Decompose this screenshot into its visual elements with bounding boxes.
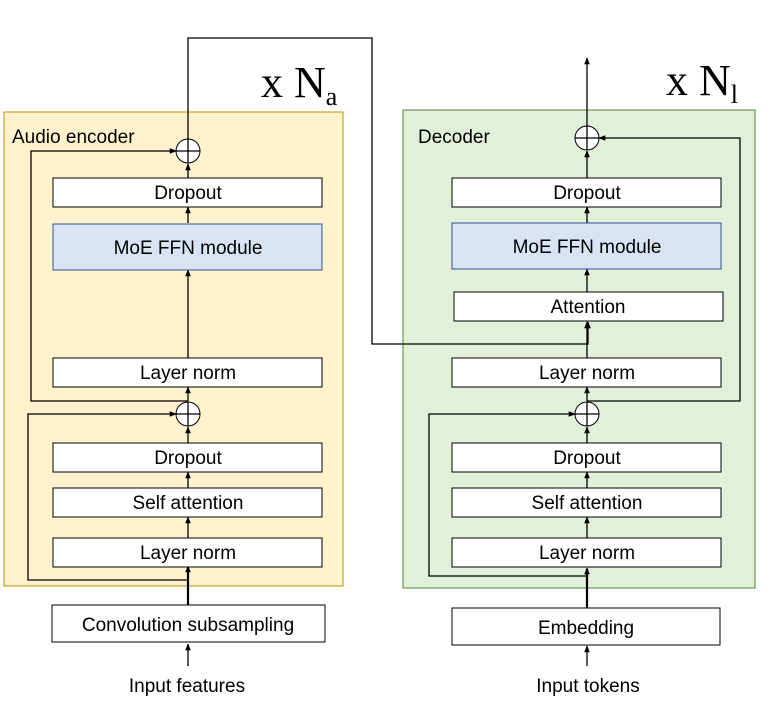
decoder-layer-norm-top-box xyxy=(451,357,722,388)
encoder-layer-norm-bottom-box xyxy=(52,537,323,568)
sum-icon xyxy=(175,138,201,164)
decoder-attention-box xyxy=(453,291,724,322)
decoder-moe-ffn-label: MoE FFN module xyxy=(513,237,662,258)
decoder-moe-ffn-box xyxy=(451,222,722,270)
encoder-self-attention-box xyxy=(52,487,323,518)
encoder-input-label: Input features xyxy=(129,676,245,697)
decoder-self-attention-label: Self attention xyxy=(532,493,643,514)
encoder-connections xyxy=(27,37,591,666)
encoder-moe-ffn-box xyxy=(52,223,323,271)
decoder-self-attention-box xyxy=(451,487,722,518)
decoder-layer-norm-bottom-box xyxy=(451,537,722,568)
encoder-moe-ffn-label: MoE FFN module xyxy=(114,238,263,259)
decoder-layer-norm-bottom-label: Layer norm xyxy=(539,543,635,564)
decoder-layer-norm-top-label: Layer norm xyxy=(539,363,635,384)
encoder-dropout-top-label: Dropout xyxy=(154,183,222,204)
sum-icon xyxy=(574,401,600,427)
sum-icon xyxy=(574,125,600,151)
cross-attention-wire xyxy=(403,321,591,345)
decoder-connections xyxy=(428,57,741,666)
decoder-dropout-bottom-label: Dropout xyxy=(553,448,621,469)
decoder-dropout-bottom-box xyxy=(451,442,722,473)
decoder-dropout-top-label: Dropout xyxy=(553,183,621,204)
encoder-layer-norm-bottom-label: Layer norm xyxy=(140,543,236,564)
encoder-dropout-bottom-box xyxy=(52,442,323,473)
decoder-attention-label: Attention xyxy=(551,297,626,318)
decoder-repeat-label: x Nl xyxy=(666,56,738,109)
encoder-dropout-top-box xyxy=(52,177,323,208)
encoder-dropout-bottom-label: Dropout xyxy=(154,448,222,469)
encoder-layer-norm-top-label: Layer norm xyxy=(140,363,236,384)
decoder-input-label: Input tokens xyxy=(536,676,640,697)
decoder-dropout-top-box xyxy=(451,177,722,208)
encoder-conv-subsampling-label: Convolution subsampling xyxy=(82,615,294,636)
encoder-self-attention-label: Self attention xyxy=(133,493,244,514)
decoder-title: Decoder xyxy=(418,127,490,148)
encoder-conv-subsampling-box xyxy=(51,604,326,643)
encoder-layer-norm-top-box xyxy=(52,357,323,388)
decoder-embedding-box xyxy=(451,607,721,646)
encoder-title: Audio encoder xyxy=(12,127,135,148)
encoder-repeat-label: x Na xyxy=(261,58,338,111)
sum-icon xyxy=(175,401,201,427)
decoder-embedding-label: Embedding xyxy=(538,618,634,639)
